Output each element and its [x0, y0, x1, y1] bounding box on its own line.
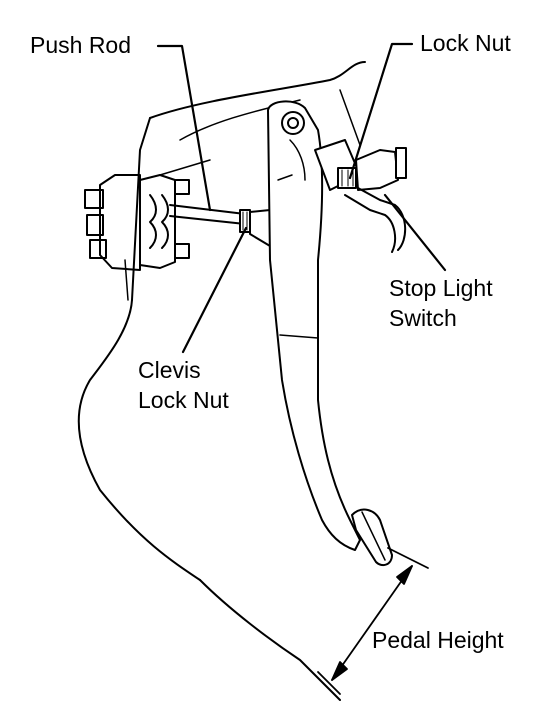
- leader-push-rod: [156, 44, 212, 212]
- stop-light-switch: [314, 139, 407, 253]
- stop-light-switch-label-line-2: Switch: [389, 305, 457, 331]
- lock-nut-label: Lock Nut: [420, 30, 511, 56]
- brake-pedal-arm: [267, 100, 361, 551]
- clevis-lock-nut-label-line-2: Lock Nut: [138, 387, 229, 413]
- brake-booster: [84, 174, 190, 301]
- pedal-height-label: Pedal Height: [372, 627, 504, 653]
- pedal-pad: [351, 508, 393, 567]
- push-rod-label: Push Rod: [30, 32, 132, 58]
- leader-clevis-lock-nut: [181, 226, 248, 354]
- stop-light-switch-label: Stop Light Switch: [389, 273, 493, 333]
- push-rod: [169, 204, 246, 225]
- stop-light-switch-label-line-1: Stop Light: [389, 275, 493, 301]
- clevis-lock-nut-label-line-1: Clevis: [138, 357, 201, 383]
- leader-lock-nut: [348, 42, 414, 180]
- dashboard-outline: [77, 61, 366, 701]
- leader-stop-light-switch: [383, 193, 447, 272]
- pedal-height-dimension: [317, 547, 429, 695]
- clevis-lock-nut-label: Clevis Lock Nut: [138, 355, 229, 415]
- leader-lines: [156, 42, 447, 354]
